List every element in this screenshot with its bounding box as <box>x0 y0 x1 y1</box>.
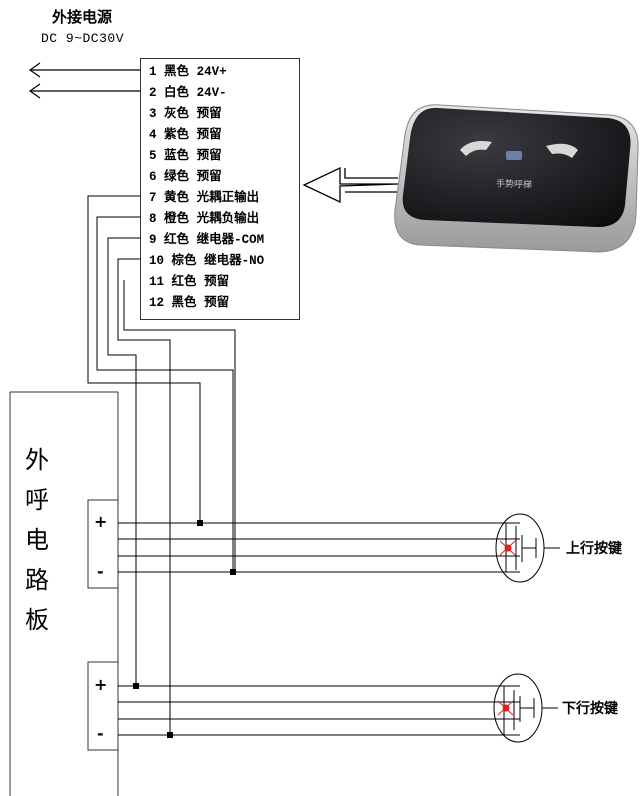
down-circuit-lines <box>118 685 520 736</box>
signal-wires <box>87 195 236 735</box>
up-button-label: 上行按键 <box>566 541 622 557</box>
wire-row-4: 4 紫色 预留 <box>149 128 222 142</box>
power-arrows <box>28 62 140 99</box>
wire-row-2: 2 白色 24V- <box>149 86 227 100</box>
board-title: 外 呼 电 路 板 <box>22 440 52 640</box>
terminal-down-minus: - <box>97 724 104 743</box>
terminal-block-up <box>87 499 119 589</box>
junctions <box>133 520 236 738</box>
board-title-char: 电 <box>25 526 49 554</box>
wire-row-11: 11 红色 预留 <box>149 275 230 289</box>
wire-row-6: 6 绿色 预留 <box>149 170 222 184</box>
hand-right-icon <box>546 143 578 158</box>
wire-9-path <box>107 237 140 686</box>
wire-row-3: 3 灰色 预留 <box>149 107 222 121</box>
board-title-char: 呼 <box>25 486 49 514</box>
wire-table: 1 黑色 24V+ 2 白色 24V- 3 灰色 预留 4 紫色 预留 5 蓝色… <box>140 58 300 320</box>
junction-dot <box>230 569 236 575</box>
wire-row-12: 12 黑色 预留 <box>149 296 230 310</box>
junction-dot <box>167 732 173 738</box>
wire-row-8: 8 橙色 光耦负输出 <box>149 212 260 226</box>
down-button-symbol <box>493 673 543 743</box>
wire-8-path <box>96 216 234 572</box>
terminal-block-down <box>87 661 119 751</box>
wire-row-9: 9 红色 继电器-COM <box>149 233 265 247</box>
arrow-head-1 <box>28 62 41 78</box>
wire-7-path <box>87 195 201 523</box>
wire-11-path <box>123 280 236 572</box>
up-button-symbol <box>495 513 545 583</box>
wire-row-5: 5 蓝色 预留 <box>149 149 222 163</box>
terminal-up-plus: + <box>94 512 108 531</box>
power-supply-range: DC 9~DC30V <box>41 31 125 46</box>
down-button-label: 下行按键 <box>562 701 618 717</box>
sensor-icon <box>506 151 522 160</box>
wire-row-7: 7 黄色 光耦正输出 <box>149 191 260 205</box>
hand-left-icon <box>460 141 492 156</box>
terminal-up-minus: - <box>97 562 104 581</box>
junction-dot <box>133 683 139 689</box>
board-title-char: 外 <box>25 446 49 474</box>
wire-row-1: 1 黑色 24V+ <box>149 65 227 79</box>
wire-10-path <box>117 258 171 735</box>
gesture-device-image <box>394 104 639 253</box>
up-circuit-lines <box>118 522 520 573</box>
power-supply-title: 外接电源 <box>52 8 113 26</box>
board-title-char: 路 <box>25 566 49 594</box>
terminal-down-plus: + <box>94 675 108 694</box>
device-label: 手势呼梯 <box>495 179 533 191</box>
wire-row-10: 10 棕色 继电器-NO <box>149 254 265 268</box>
arrow-head-2 <box>28 83 41 99</box>
board-title-char: 板 <box>25 606 49 634</box>
device-link-arrow <box>302 166 399 204</box>
junction-dot <box>197 520 203 526</box>
